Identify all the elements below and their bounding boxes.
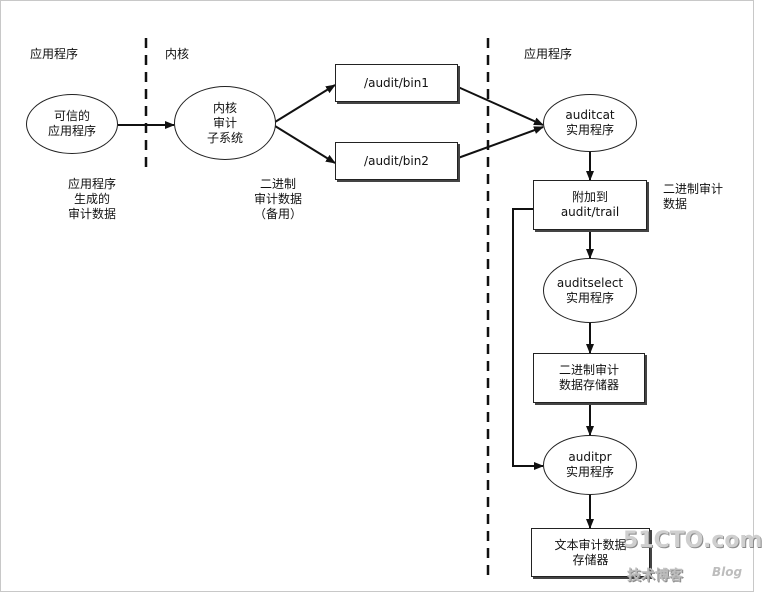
arrow-kernel-to-bin1: [274, 84, 336, 123]
node-binary-store: 二进制审计 数据存储器: [533, 353, 645, 403]
watermark-tagline: 技术博客: [627, 568, 683, 584]
arrow-bin1-to-auditcat: [457, 86, 544, 126]
node-auditselect: auditselect 实用程序: [543, 258, 637, 323]
section-kernel: 内核: [165, 47, 190, 61]
node-auditcat: auditcat 实用程序: [543, 94, 637, 152]
section-right-app: 应用程序: [524, 47, 573, 61]
annotation-binary-audit: 二进制审计 数据: [663, 182, 724, 211]
node-text-store: 文本审计数据 存储器: [531, 528, 650, 577]
arrow-append-bypass-to-auditpr: [512, 208, 544, 470]
node-trusted-app: 可信的 应用程序: [26, 94, 118, 154]
node-auditpr: auditpr 实用程序: [543, 435, 637, 495]
annotation-app-generated: 应用程序 生成的 审计数据: [67, 177, 116, 221]
node-kernel-audit: 内核 审计 子系统: [174, 86, 276, 160]
watermark-site-logo: 51CTO.com: [623, 528, 762, 553]
node-bin2: /audit/bin2: [335, 142, 458, 180]
section-left-app: 应用程序: [30, 47, 79, 61]
node-bin1: /audit/bin1: [335, 64, 458, 102]
arrow-kernel-to-bin2: [274, 125, 336, 164]
annotation-binary-backup: 二进制 审计数据 （备用）: [253, 177, 302, 221]
arrow-bin2-to-auditcat: [457, 126, 544, 159]
node-append-trail: 附加到 audit/trail: [533, 180, 647, 230]
watermark-blog: Blog: [712, 565, 743, 579]
